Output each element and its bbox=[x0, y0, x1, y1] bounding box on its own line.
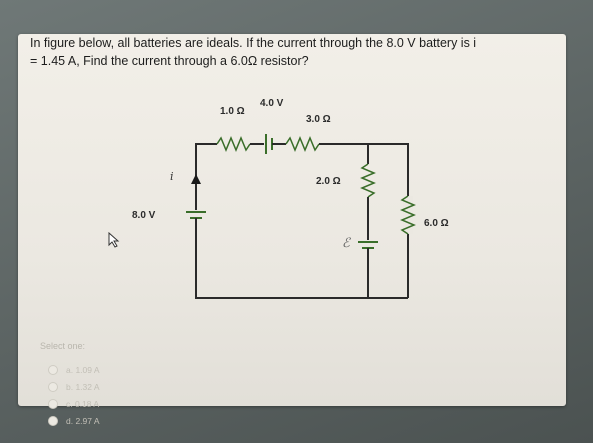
label-r2: 2.0 Ω bbox=[316, 176, 341, 187]
circuit-diagram bbox=[186, 134, 416, 299]
wire-top-left bbox=[195, 143, 217, 202]
resistor-3ohm bbox=[285, 136, 320, 152]
label-current: i bbox=[170, 170, 174, 183]
answer-option-label: c. 0.18 A bbox=[66, 398, 100, 409]
answer-option-d[interactable]: d. 2.97 A bbox=[48, 412, 100, 429]
resistor-2ohm bbox=[360, 163, 376, 198]
question-line-1: In figure below, all batteries are ideal… bbox=[30, 36, 477, 50]
answer-option-label: a. 1.09 A bbox=[66, 364, 100, 375]
label-battery-top: 4.0 V bbox=[260, 98, 284, 109]
resistor-6ohm bbox=[400, 195, 416, 235]
wire-left-bottom bbox=[195, 218, 408, 299]
label-r1: 1.0 Ω bbox=[220, 106, 245, 117]
question-line-2: = 1.45 A, Find the current through a 6.0… bbox=[30, 54, 309, 68]
label-battery-left: 8.0 V bbox=[132, 210, 156, 221]
answer-option-b[interactable]: b. 1.32 A bbox=[48, 378, 100, 395]
label-emf: ℰ bbox=[342, 236, 350, 251]
answer-option-label: d. 2.97 A bbox=[66, 415, 100, 426]
resistor-1ohm bbox=[216, 136, 251, 152]
radio-button-icon[interactable] bbox=[48, 398, 58, 409]
question-card bbox=[18, 34, 566, 406]
answer-option-a[interactable]: a. 1.09 A bbox=[48, 361, 100, 378]
radio-button-icon[interactable] bbox=[48, 364, 58, 375]
circuit-figure: 1.0 Ω 4.0 V 3.0 Ω 2.0 Ω 8.0 V 6.0 Ω ℰ i bbox=[100, 92, 460, 324]
radio-button-icon[interactable] bbox=[48, 415, 58, 426]
current-arrow bbox=[191, 174, 201, 184]
answer-option-label: b. 1.32 A bbox=[66, 381, 100, 392]
resistor-6ohm-gap bbox=[403, 196, 413, 234]
label-r3: 3.0 Ω bbox=[306, 114, 331, 125]
label-r6: 6.0 Ω bbox=[424, 218, 449, 229]
mouse-cursor-icon bbox=[108, 231, 120, 253]
answer-options: a. 1.09 A b. 1.32 A c. 0.18 A d. 2.97 A bbox=[48, 361, 100, 429]
select-one-label: Select one: bbox=[40, 341, 86, 351]
radio-button-icon[interactable] bbox=[48, 381, 58, 392]
question-text: In figure below, all batteries are ideal… bbox=[30, 34, 570, 70]
wire-top-right bbox=[319, 143, 409, 298]
answer-option-c[interactable]: c. 0.18 A bbox=[48, 395, 100, 412]
